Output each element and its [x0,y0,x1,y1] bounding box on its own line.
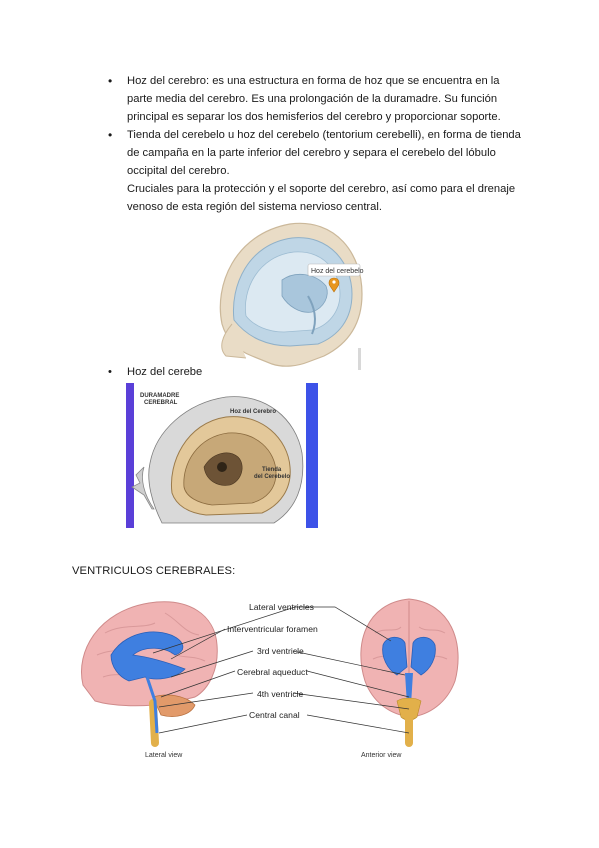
falx-cerebelli-illustration: Hoz del cerebelo [219,222,364,370]
dura-label-line2: CEREBRAL [144,400,178,406]
bullet-hoz-cerebe-text: Hoz del cerebe [127,366,203,378]
tooltip-box [307,263,361,277]
tooltip-label: Hoz del cerebelo [311,268,364,275]
location-marker-icon [328,277,340,293]
bullet-hoz-cerebro: Hoz del cerebro: es una estructura en fo… [108,72,528,126]
label-fourth-ventricle: 4th ventricle [257,689,304,699]
dura-label-line1: DURAMADRE [140,393,179,399]
tienda-label-line2: del Cerebelo [254,474,290,480]
label-third-ventricle: 3rd ventricle [257,646,304,656]
section-title-ventriculos: VENTRICULOS CEREBRALES: [72,565,236,577]
label-lateral-ventricles: Lateral ventricles [249,602,314,612]
label-anterior-view: Anterior view [361,752,402,759]
dura-mater-illustration: DURAMADRE CEREBRAL Hoz del Cerebro Tiend… [126,383,318,528]
hoz-label: Hoz del Cerebro [230,409,276,415]
bullet-hoz-cerebro-text: Hoz del cerebro: es una estructura en fo… [127,75,501,123]
label-interventricular-foramen: Interventricular foramen [227,624,318,634]
content-bullet-list: Hoz del cerebro: es una estructura en fo… [108,72,528,216]
label-lateral-view: Lateral view [145,752,183,759]
label-central-canal: Central canal [249,710,300,720]
ventricles-illustration: Lateral ventricles Interventricular fora… [81,598,459,759]
tienda-label-line1: Tienda [262,467,282,473]
label-cerebral-aqueduct: Cerebral aqueduct [237,667,308,677]
bullet-tienda-cerebelo: Tienda del cerebelo u hoz del cerebelo (… [108,126,528,216]
bullet-tienda-continuation: Cruciales para la protección y el soport… [127,183,516,213]
bullet-tienda-cerebelo-text: Tienda del cerebelo u hoz del cerebelo (… [127,129,521,177]
